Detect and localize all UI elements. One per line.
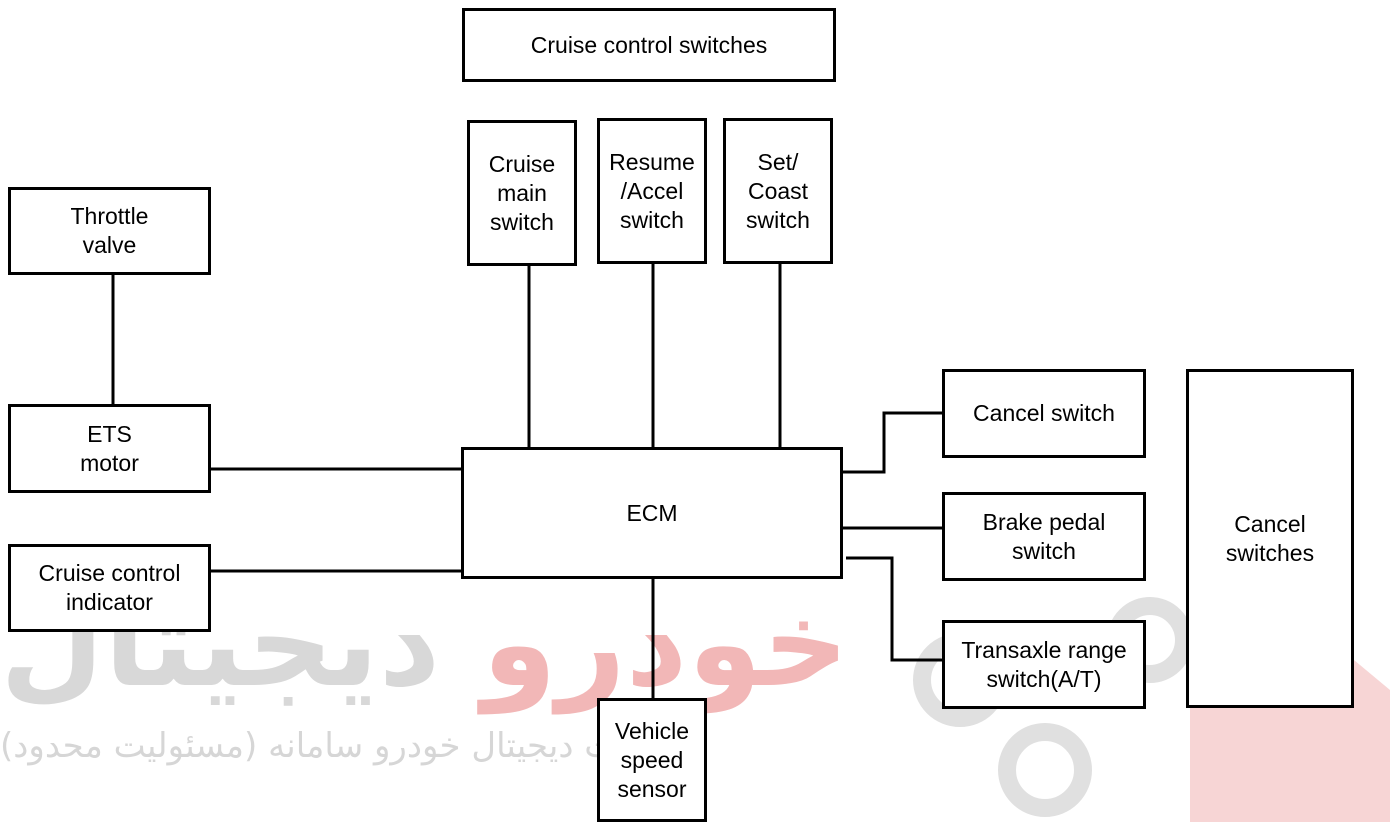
transaxle-range-switch: Transaxle range switch(A/T) (942, 620, 1146, 709)
cancel-switches-group: Cancel switches (1186, 369, 1354, 708)
cruise-control-switches-group: Cruise control switches (462, 8, 836, 82)
cancel-switch: Cancel switch (942, 369, 1146, 458)
cruise-control-indicator: Cruise control indicator (8, 544, 211, 632)
line-ecm-cancel-switch (842, 411, 944, 474)
line-ecm-transaxle-switch (846, 556, 944, 662)
brake-pedal-switch: Brake pedal switch (942, 492, 1146, 581)
resume-accel-switch: Resume /Accel switch (597, 118, 707, 264)
cruise-main-switch: Cruise main switch (467, 120, 577, 266)
throttle-valve: Throttle valve (8, 187, 211, 275)
watermark-brand-red: خودرو (482, 575, 850, 714)
ecm: ECM (461, 447, 843, 579)
vehicle-speed-sensor: Vehicle speed sensor (597, 698, 707, 822)
set-coast-switch: Set/ Coast switch (723, 118, 833, 264)
watermark-company-line: شرکت دیجیتال خودرو سامانه (مسئولیت محدود… (0, 726, 682, 766)
ets-motor: ETS motor (8, 404, 211, 493)
